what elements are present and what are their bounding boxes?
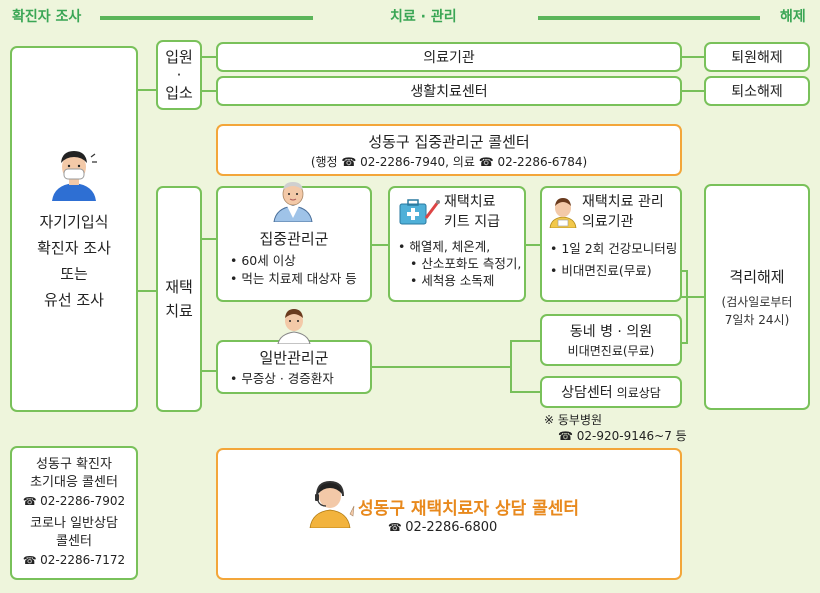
med-inst-box: 재택치료 관리 의료기관 1일 2회 건강모니터링 비대면진료(무료) (540, 186, 682, 302)
release-title: 격리해제 (729, 267, 785, 286)
contact1-title-1: 성동구 확진자 (36, 457, 112, 472)
header-line-left (100, 16, 313, 20)
kit-item: 해열제, 체온계, (398, 238, 521, 255)
connector (680, 90, 706, 92)
bottom-call-title: 성동구 재택치료자 상담 콜센터 (358, 499, 580, 519)
call-agent-icon (309, 480, 355, 528)
discharge-box: 퇴원해제 (704, 42, 810, 72)
connector (200, 370, 218, 372)
home-care-line-2: 치료 (165, 302, 193, 320)
home-care-line-1: 재택 (165, 278, 193, 296)
contact1-phone: 02-2286-7902 (23, 492, 125, 511)
admission-box: 입원 · 입소 (156, 40, 202, 110)
kit-item-cont-2: 세척용 소독제 (398, 272, 521, 289)
header-release: 해제 (780, 9, 806, 25)
kit-item-cont-1: 산소포화도 측정기, (398, 255, 521, 272)
general-group-box: 일반관리군 무증상 · 경증환자 (216, 340, 372, 394)
living-center-box: 생활치료센터 (216, 76, 682, 106)
home-care-call-center-box: 성동구 재택치료자 상담 콜센터 02-2286-6800 (216, 448, 682, 580)
connector (680, 342, 688, 344)
med-inst-item-1: 1일 2회 건강모니터링 (550, 238, 677, 260)
med-inst-title-2: 의료기관 (582, 214, 634, 230)
patient-mask-icon (52, 151, 97, 201)
contact2-title-2: 콜센터 (56, 534, 92, 549)
release-box: 격리해제 (검사일로부터 7일차 24시) (704, 184, 810, 410)
main-line-4: 유선 조사 (44, 291, 104, 309)
hospital-box: 의료기관 (216, 42, 682, 72)
connector (510, 340, 512, 392)
admission-dot: · (176, 66, 182, 84)
exit-box: 퇴소해제 (704, 76, 810, 106)
consult-title: 상담센터 (561, 385, 613, 401)
doctor-icon (549, 198, 577, 228)
consult-box: 상담센터 의료상담 (540, 376, 682, 408)
discharge-label: 퇴원해제 (731, 50, 783, 66)
note-line-1: ※ 동부병원 (544, 413, 603, 427)
intensive-title: 집중관리군 (259, 230, 329, 248)
main-line-1: 자기기입식 (39, 213, 109, 231)
kit-title-2: 키트 지급 (444, 214, 500, 230)
elderly-person-icon (273, 182, 313, 222)
connector (680, 296, 706, 298)
med-inst-title-1: 재택치료 관리 (582, 194, 664, 210)
exit-label: 퇴소해제 (731, 84, 783, 100)
call-center-detail: (행정 ☎ 02-2286-7940, 의료 ☎ 02-2286-6784) (310, 154, 588, 169)
release-sub-2: 7일차 24시) (724, 312, 790, 327)
connector (200, 238, 218, 240)
self-report-box: 자기기입식 확진자 조사 또는 유선 조사 (10, 46, 138, 412)
connector (524, 244, 542, 246)
main-line-2: 확진자 조사 (37, 239, 111, 257)
contact2-title-1: 코로나 일반상담 (30, 516, 118, 531)
bottom-call-phone: 02-2286-6800 (388, 520, 497, 535)
kit-box: 재택치료 키트 지급 해열제, 체온계, 산소포화도 측정기, 세척용 소독제 (388, 186, 526, 302)
note-line-2: ☎ 02-920-9146~7 등 (558, 429, 687, 443)
medical-kit-icon (399, 199, 440, 225)
intensive-item-1: 60세 이상 (230, 252, 357, 270)
connector (686, 270, 688, 342)
header-investigation: 확진자 조사 (12, 9, 82, 25)
general-title: 일반관리군 (259, 349, 329, 367)
clinic-title: 동네 병 · 의원 (569, 323, 653, 340)
connector (680, 270, 688, 272)
hospital-label: 의료기관 (423, 50, 475, 66)
admission-line-2: 입소 (165, 84, 193, 102)
clinic-sub: 비대면진료(무료) (567, 343, 655, 358)
connector (510, 340, 542, 342)
connector (370, 366, 512, 368)
intensive-item-2: 먹는 치료제 대상자 등 (230, 270, 356, 288)
contact-box: 성동구 확진자 초기대응 콜센터 02-2286-7902 코로나 일반상담 콜… (10, 446, 138, 580)
connector (136, 89, 158, 91)
admission-line-1: 입원 (165, 48, 193, 66)
young-person-icon (277, 309, 311, 344)
header-line-right (538, 16, 760, 20)
connector (370, 244, 390, 246)
living-center-label: 생활치료센터 (410, 84, 488, 100)
general-item-1: 무증상 · 경증환자 (230, 370, 333, 388)
connector (680, 56, 706, 58)
connector (510, 391, 542, 393)
header-treatment: 치료 · 관리 (390, 9, 457, 25)
connector (136, 290, 158, 292)
hospital-note: ※ 동부병원 ☎ 02-920-9146~7 등 (544, 412, 687, 444)
home-care-box: 재택 치료 (156, 186, 202, 412)
intensive-call-center-box: 성동구 집중관리군 콜센터 (행정 ☎ 02-2286-7940, 의료 ☎ 0… (216, 124, 682, 176)
contact1-title-2: 초기대응 콜센터 (30, 475, 118, 490)
connector (200, 90, 218, 92)
med-inst-item-2: 비대면진료(무료) (550, 260, 677, 282)
kit-title-1: 재택치료 (444, 194, 496, 210)
call-center-title: 성동구 집중관리군 콜센터 (368, 132, 530, 151)
consult-sub: 의료상담 (616, 385, 661, 400)
contact2-phone: 02-2286-7172 (23, 551, 125, 570)
release-sub-1: (검사일로부터 (721, 294, 793, 309)
main-line-3: 또는 (60, 265, 88, 283)
clinic-box: 동네 병 · 의원 비대면진료(무료) (540, 314, 682, 366)
connector (200, 56, 218, 58)
